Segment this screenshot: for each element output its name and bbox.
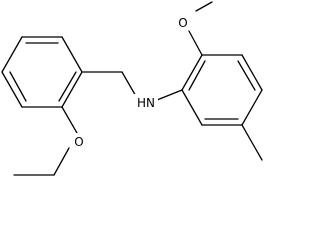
benzyl-linker [81, 71, 183, 101]
right-benzene-ring [181, 54, 263, 126]
atom-label-methoxy-oxygen: O [176, 14, 190, 30]
molecule-structure: O HN O [1, 1, 263, 176]
atom-label-amine-nitrogen: HN [134, 94, 158, 110]
left-benzene-ring [1, 36, 83, 108]
methoxy-oxygen-text: O [178, 16, 187, 30]
amine-nitrogen-text: HN [137, 96, 155, 110]
atom-label-ethoxy-oxygen: O [72, 133, 86, 149]
ethoxy-group [13, 106, 78, 176]
methoxy-group [188, 1, 213, 56]
ethoxy-oxygen-text: O [74, 135, 83, 149]
methyl-group [241, 124, 263, 161]
